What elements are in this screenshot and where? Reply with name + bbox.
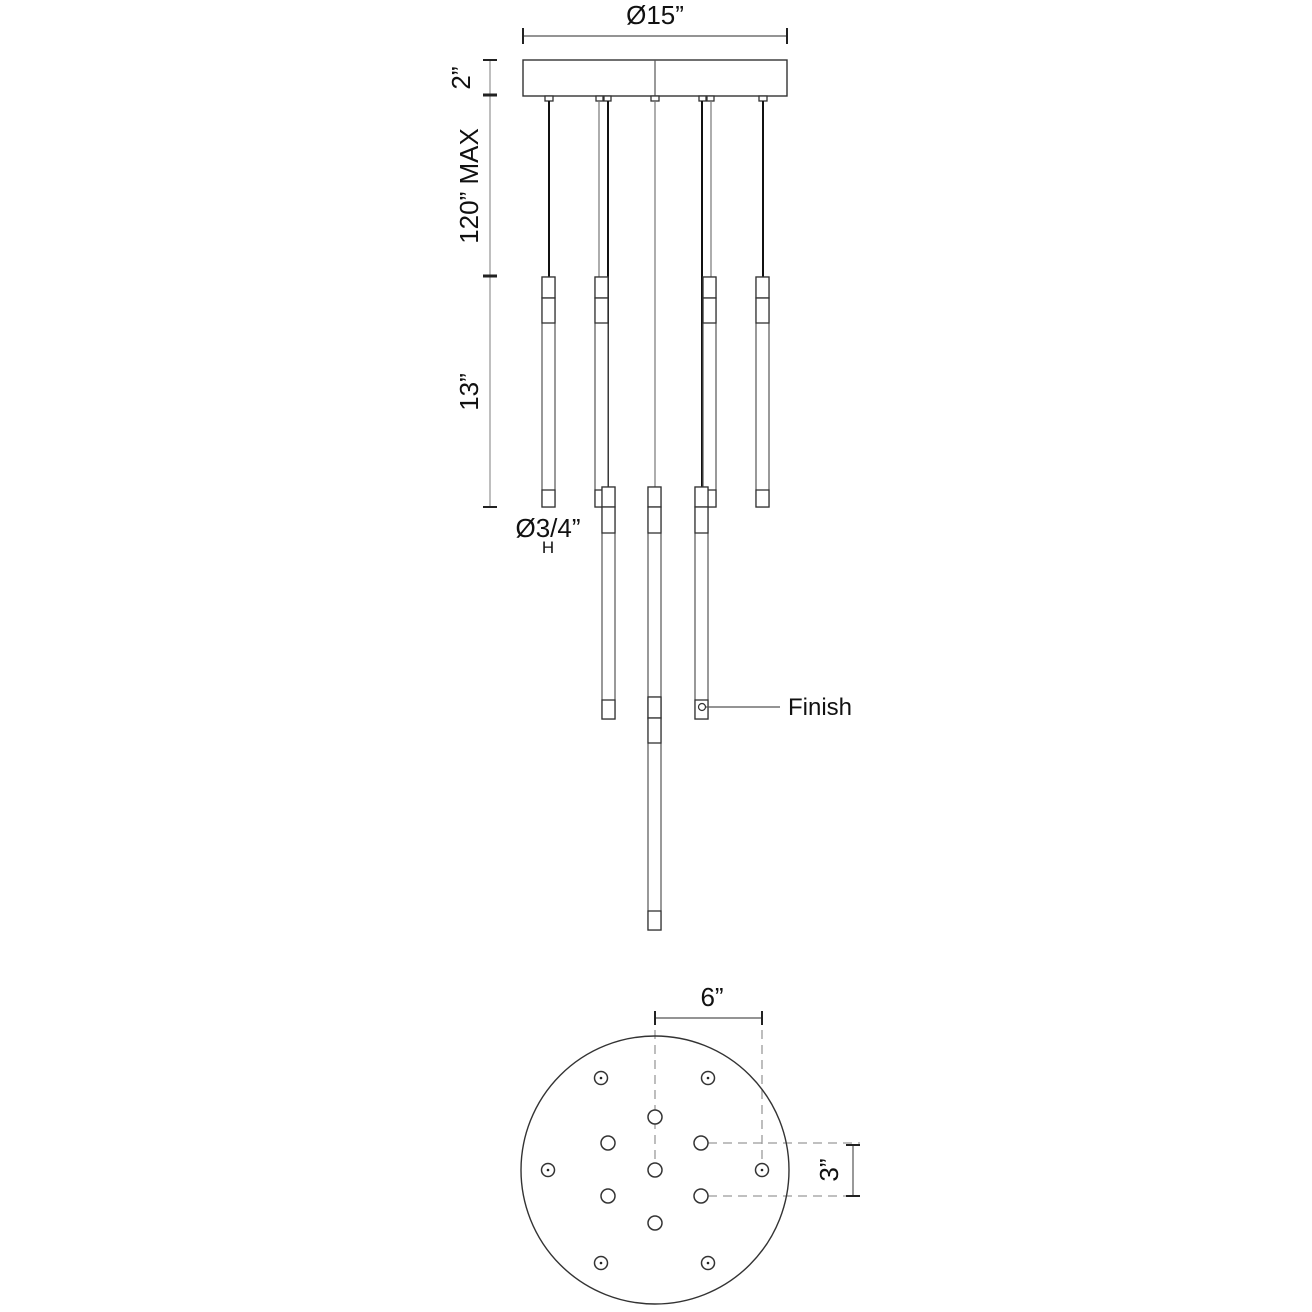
tier-2-pendant-rod [601,486,616,720]
vertical-spacing-dimension: 3” [814,1144,860,1197]
canopy-height-label: 2” [446,66,476,89]
mount-point-dotted [540,1162,556,1178]
mount-point-open [693,1135,709,1151]
canopy-plan-circle [520,1035,790,1305]
mount-point-open [647,1162,663,1178]
rod-length-label: 13” [454,373,484,411]
mount-points-open [600,1109,709,1231]
rod-diameter-label: Ø3/4” [515,513,580,543]
mount-point-dotted [700,1255,716,1271]
canopy [522,59,788,97]
tier-2-pendant-rod [694,486,709,720]
canopy-diameter-dimension: Ø15” [522,0,788,44]
vertical-dimension-line [483,59,497,508]
horizontal-spacing-label: 6” [700,982,723,1012]
suspension-cables [548,101,764,488]
tier-1-pendant-rod [594,276,609,508]
tier-2-pendant-rod [647,486,662,720]
mount-point-open [647,1109,663,1125]
mount-point-dotted [700,1070,716,1086]
tier-1-pendant-rod [541,276,556,508]
rod-diameter-sub-label: H [542,538,554,557]
vertical-spacing-label: 3” [814,1158,844,1181]
mount-point-open [600,1135,616,1151]
tier-3-pendant-rod [647,696,662,931]
tier-1-pendant-rod [755,276,770,508]
mount-point-dotted [754,1162,770,1178]
finish-callout: Finish [706,694,852,721]
mount-point-dotted [593,1070,609,1086]
mount-point-dotted [593,1255,609,1271]
finish-callout-label: Finish [788,694,852,721]
cable-length-label: 120” MAX [454,128,484,244]
mount-point-open [600,1188,616,1204]
mount-points-dotted [540,1070,770,1271]
mount-point-open [647,1215,663,1231]
tier-1-pendant-rod [702,276,717,508]
plan-guide-lines [654,1030,860,1197]
cable-anchors [544,95,768,102]
mount-point-open [693,1188,709,1204]
horizontal-spacing-dimension: 6” [654,982,763,1025]
canopy-diameter-label: Ø15” [626,0,684,30]
